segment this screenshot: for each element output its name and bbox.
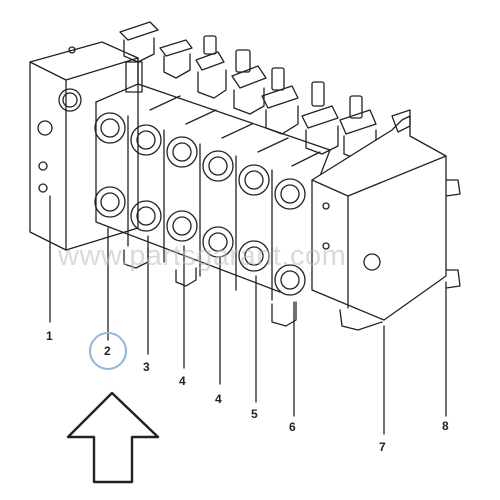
callout-label-1: 1 <box>46 329 53 343</box>
callout-label-8: 8 <box>442 419 449 433</box>
highlight-ring <box>89 332 127 370</box>
watermark-text: www.partsgarant.com <box>58 240 347 272</box>
inlet-end-plate <box>29 41 139 251</box>
callout-label-3: 3 <box>143 360 150 374</box>
spool-caps <box>119 21 377 161</box>
callout-label-4b: 4 <box>215 392 222 406</box>
callout-label-7: 7 <box>379 440 386 454</box>
callout-label-4a: 4 <box>179 374 186 388</box>
callout-label-5: 5 <box>251 407 258 421</box>
leader-lines <box>49 195 447 435</box>
callout-label-2: 2 <box>104 344 111 358</box>
outlet-end-section <box>311 109 461 331</box>
up-arrow-icon <box>66 391 160 484</box>
port-openings <box>94 112 306 296</box>
callout-label-6: 6 <box>289 420 296 434</box>
spool-sections <box>95 57 331 301</box>
